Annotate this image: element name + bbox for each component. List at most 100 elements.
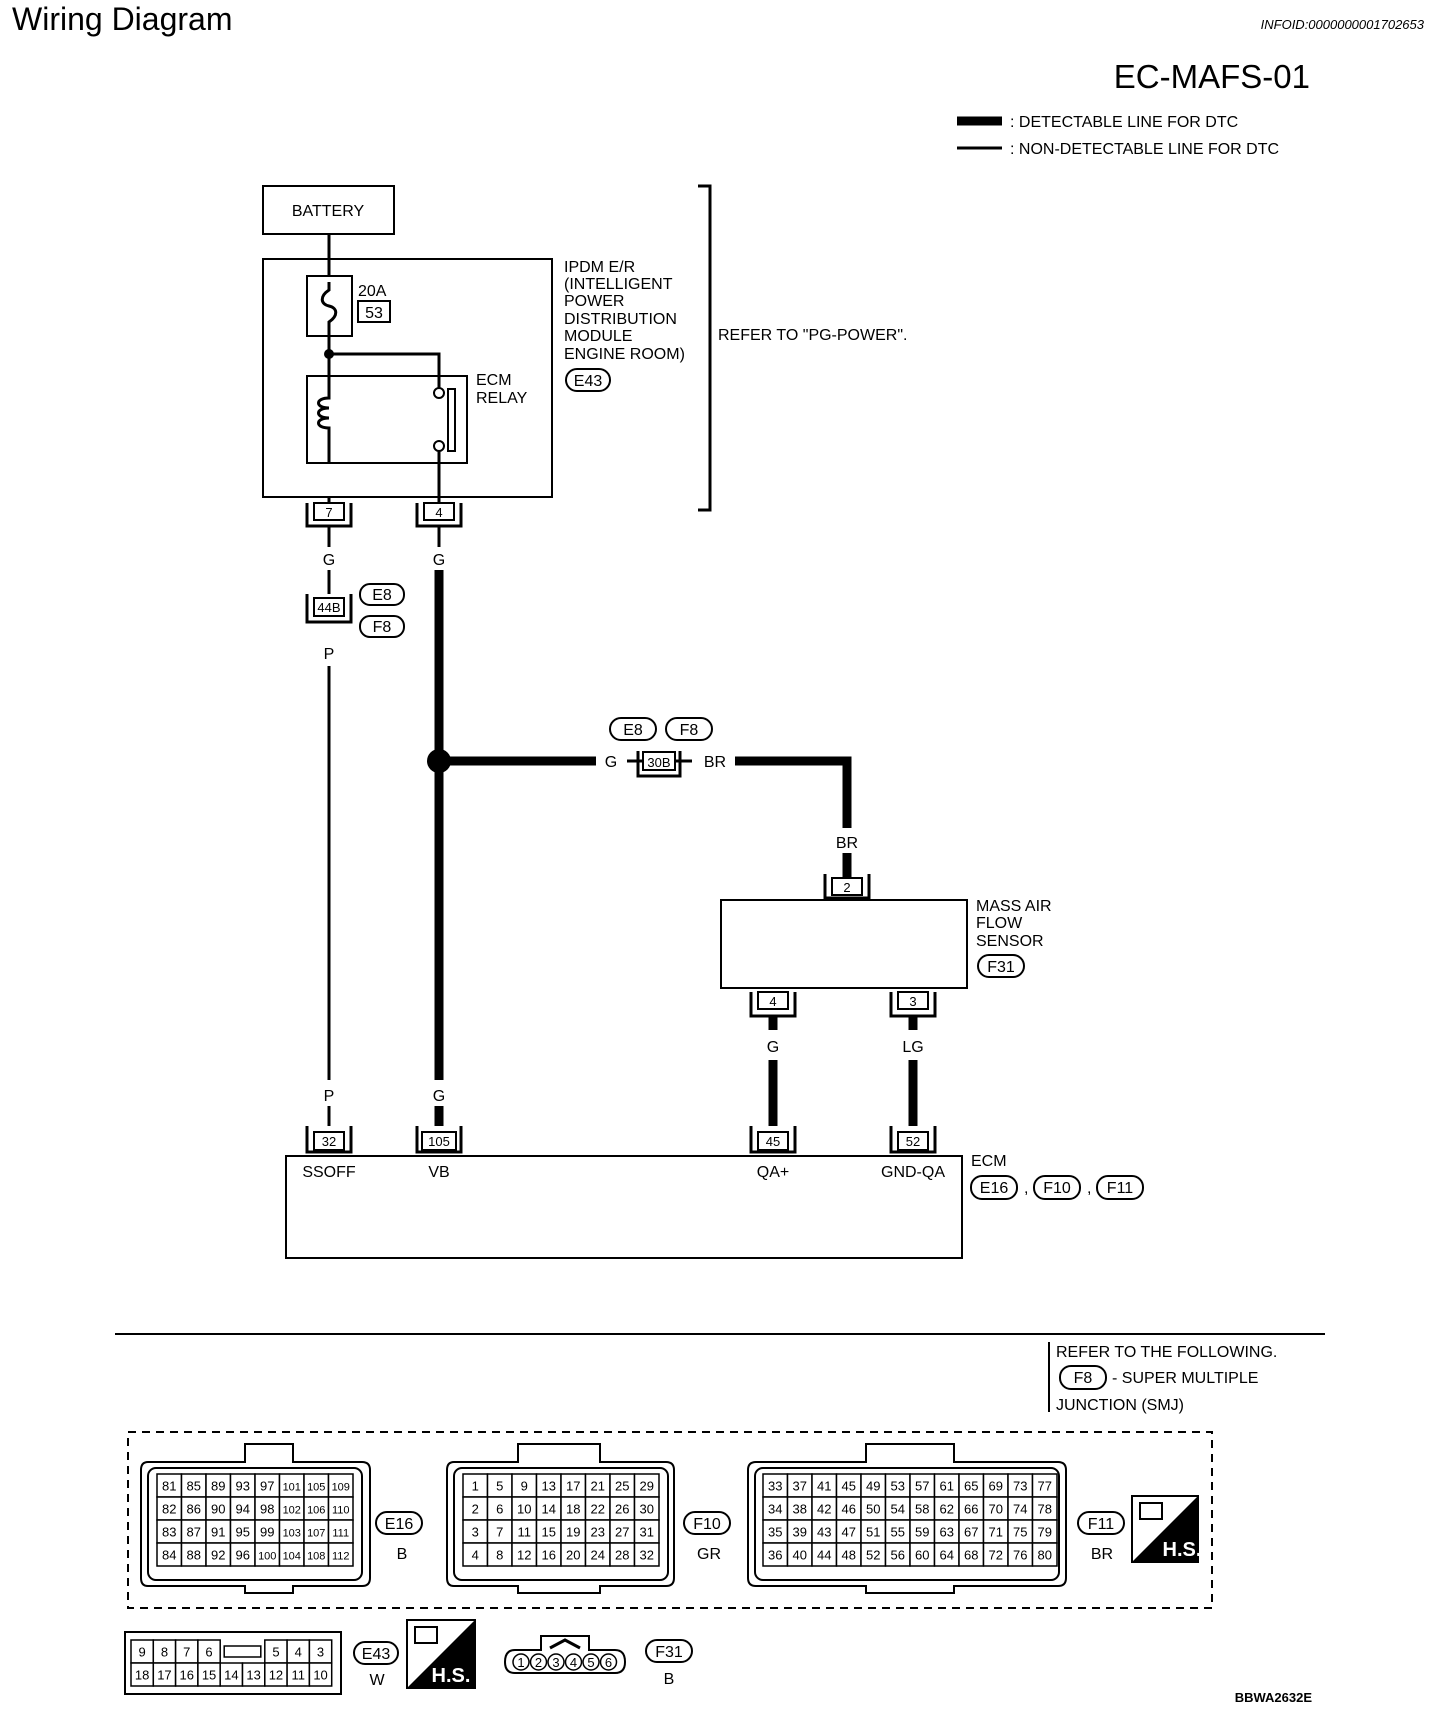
pin-f31-2: 2 (535, 1655, 542, 1670)
pin-f11-63: 63 (940, 1525, 954, 1540)
pin-e43-12: 12 (269, 1668, 283, 1683)
pin-f11-43: 43 (817, 1525, 831, 1540)
pin-e43-8: 8 (161, 1645, 168, 1660)
ecm-pin-52: 52 (889, 1126, 937, 1154)
pin-f10-19: 19 (566, 1525, 580, 1540)
pin-f11-57: 57 (915, 1479, 929, 1494)
joint-44b: 44B (305, 594, 353, 624)
pin-f10-23: 23 (591, 1525, 605, 1540)
legend-thin-label: : NON-DETECTABLE LINE FOR DTC (1010, 141, 1279, 158)
maf-sensor-box (720, 899, 968, 989)
ecm-label: ECM (971, 1153, 1007, 1170)
pin-f10-16: 16 (542, 1548, 556, 1563)
pin-f10-24: 24 (591, 1548, 605, 1563)
ecm-relay-box (306, 375, 468, 464)
pin-f11-56: 56 (891, 1548, 905, 1563)
ecm-terminal-gnd-qa: GND-QA (881, 1164, 945, 1181)
fuse-icon (320, 282, 338, 336)
pin-e43-16: 16 (180, 1668, 194, 1683)
pin-f10-31: 31 (640, 1525, 654, 1540)
view-f10-id: F10 (693, 1516, 721, 1533)
pin-e43-7: 7 (183, 1645, 190, 1660)
pin-f10-9: 9 (521, 1479, 528, 1494)
ecm-pin-32: 32 (305, 1126, 353, 1154)
pin-e16-81: 81 (162, 1479, 176, 1494)
pin-e16-85: 85 (187, 1479, 201, 1494)
pin-e43-14: 14 (224, 1668, 238, 1683)
pin-e16-84: 84 (162, 1548, 176, 1563)
page-title: Wiring Diagram (12, 1, 232, 37)
pin-e16-106: 106 (307, 1505, 325, 1517)
pin-f10-10: 10 (517, 1502, 531, 1517)
joint-44b-label: 44B (317, 600, 340, 615)
wire-color-30b-right: BR (704, 754, 726, 771)
pin-f11-37: 37 (793, 1479, 807, 1494)
pin-e16-96: 96 (236, 1548, 250, 1563)
pin-f31-5-cell (582, 1653, 600, 1671)
pin-f11-72: 72 (989, 1548, 1003, 1563)
pin-f10-6: 6 (496, 1502, 503, 1517)
pin-f11-44: 44 (817, 1548, 831, 1563)
connector-f11-badge (1096, 1175, 1144, 1200)
ipdm-pin-4: 4 (415, 502, 463, 528)
maf-label-2: FLOW (976, 915, 1023, 932)
pin-f11-76: 76 (1013, 1548, 1027, 1563)
ipdm-label-6: ENGINE ROOM) (564, 346, 685, 363)
pin-e16-89: 89 (211, 1479, 225, 1494)
pin-e43-15: 15 (202, 1668, 216, 1683)
ipdm-label-3: POWER (564, 293, 624, 310)
pin-f11-53: 53 (891, 1479, 905, 1494)
pin-f10-26: 26 (615, 1502, 629, 1517)
pin-f31-1-cell (512, 1653, 530, 1671)
view-e16-id: E16 (385, 1516, 414, 1533)
pin-f11-48: 48 (842, 1548, 856, 1563)
pin-e16-112: 112 (332, 1551, 350, 1563)
pin-f31-6-cell (599, 1653, 618, 1671)
pin-f11-78: 78 (1038, 1502, 1052, 1517)
pin-f31-4: 4 (570, 1655, 577, 1670)
pin-f11-36: 36 (768, 1548, 782, 1563)
view-e43-color: W (369, 1672, 385, 1689)
view-f31-id: F31 (655, 1644, 683, 1661)
pin-e43-18: 18 (135, 1668, 149, 1683)
pin-e16-103: 103 (283, 1528, 301, 1540)
pin-f10-21: 21 (591, 1479, 605, 1494)
pin-f10-5: 5 (496, 1479, 503, 1494)
pin-e43-4: 4 (295, 1645, 302, 1660)
pg-power-bracket (698, 184, 712, 512)
pin-e16-111: 111 (332, 1528, 349, 1540)
relay-coil-icon (317, 376, 331, 463)
pin-e16-87: 87 (187, 1525, 201, 1540)
refer-following-line3: JUNCTION (SMJ) (1056, 1397, 1184, 1414)
pin-f11-52: 52 (866, 1548, 880, 1563)
pin-f10-20: 20 (566, 1548, 580, 1563)
pin-f11-67: 67 (964, 1525, 978, 1540)
info-id: INFOID:0000000001702653 (1261, 17, 1425, 32)
ipdm-label-4: DISTRIBUTION (564, 311, 677, 328)
view-e16-badge (375, 1511, 423, 1535)
pin-f11-68: 68 (964, 1548, 978, 1563)
maf-pin-3-label: 3 (909, 994, 916, 1009)
ecm-pin-45: 45 (749, 1126, 797, 1154)
diagram-code: EC-MAFS-01 (1114, 58, 1310, 95)
legend-thick-label: : DETECTABLE LINE FOR DTC (1010, 114, 1238, 131)
pin-f11-74: 74 (1013, 1502, 1027, 1517)
pin-e43-10: 10 (313, 1668, 327, 1683)
connector-f31-badge (977, 954, 1025, 978)
ecm-pin-105: 105 (415, 1126, 463, 1154)
pin-e16-105: 105 (307, 1482, 325, 1494)
pin-f10-2: 2 (472, 1502, 479, 1517)
ipdm-pin-4-label: 4 (435, 505, 442, 520)
view-f11-id: F11 (1088, 1516, 1114, 1533)
pin-f11-77: 77 (1038, 1479, 1052, 1494)
pin-e43-13: 13 (246, 1668, 260, 1683)
pin-f11-54: 54 (891, 1502, 905, 1517)
connector-f31-label: F31 (987, 959, 1015, 976)
pin-e16-100: 100 (258, 1551, 276, 1563)
ipdm-box (262, 258, 553, 498)
wire-color-ipdm7: G (323, 552, 335, 569)
maf-pin-2-label: 2 (843, 880, 850, 895)
